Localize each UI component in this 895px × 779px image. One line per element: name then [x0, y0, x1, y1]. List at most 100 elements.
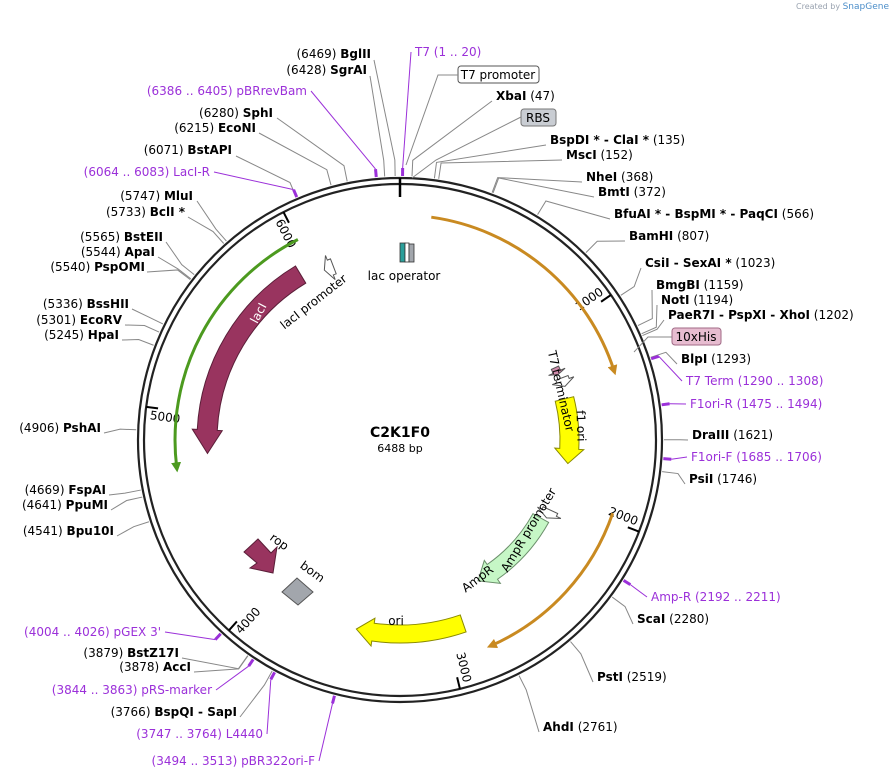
- site-leader: [373, 59, 396, 177]
- primer-label-amp-r: Amp-R (2192 .. 2211): [651, 590, 781, 604]
- primer-mark: [214, 632, 222, 641]
- site-name: BlpI: [681, 352, 707, 366]
- site-label-sgrai: (6428) SgrAI: [286, 63, 367, 77]
- site-position: (5336): [43, 297, 87, 311]
- tick-mark: [456, 676, 461, 690]
- site-position: (1194): [690, 293, 734, 307]
- ampr-promoter-arrow: [537, 506, 562, 519]
- site-leader: [103, 428, 137, 434]
- site-name: BstEII: [124, 230, 163, 244]
- site-name: EcoRV: [80, 313, 123, 327]
- site-label-bcli: (5733) BclI *: [106, 205, 186, 219]
- site-leader: [585, 240, 626, 253]
- primer-range: (6064 .. 6083): [84, 165, 174, 179]
- site-leader: [116, 521, 150, 537]
- primer-leader: [215, 665, 250, 691]
- site-position: (3766): [111, 705, 155, 719]
- site-position: (4641): [22, 498, 66, 512]
- primer-mark: [661, 402, 670, 407]
- site-position: (4669): [25, 483, 69, 497]
- tick-label: 1000: [573, 285, 606, 314]
- primer-range: (6386 .. 6405): [147, 84, 237, 98]
- site-position: (2280): [665, 612, 709, 626]
- site-label-sphi: (6280) SphI: [199, 106, 273, 120]
- site-name: AccI: [163, 660, 191, 674]
- site-label-bamhi: BamHI (807): [629, 229, 709, 243]
- site-label-bsshii: (5336) BssHII: [43, 297, 129, 311]
- primer-mark: [663, 457, 672, 461]
- orf-arc-2: [486, 512, 615, 649]
- site-label-psii: PsiI (1746): [689, 472, 757, 486]
- primer-label-pbr322ori-f: (3494 .. 3513) pBR322ori-F: [152, 754, 316, 768]
- site-name: FspAI: [68, 483, 106, 497]
- site-position: (1746): [713, 472, 757, 486]
- primer-leader: [164, 631, 216, 641]
- t7-promoter-leader: [405, 74, 458, 166]
- plasmid-name: C2K1F0: [370, 425, 430, 441]
- site-label-bfuai: BfuAI * - BspMI * - PaqCI (566): [614, 207, 814, 221]
- rop-label: rop: [267, 530, 291, 553]
- primer-leader: [213, 171, 294, 191]
- primer-name: pGEX 3': [114, 625, 161, 639]
- bom-label: bom: [297, 558, 327, 585]
- t7-terminator-label: T7 terminator: [545, 348, 577, 433]
- primer-range: (4004 .. 4026): [24, 625, 114, 639]
- site-name: HpaI: [88, 328, 119, 342]
- orf-arc-1: [431, 215, 618, 376]
- primer-range: (2192 .. 2211): [691, 590, 781, 604]
- site-leader: [187, 216, 225, 244]
- site-name: ApaI: [125, 245, 155, 259]
- site-position: (1202): [810, 308, 854, 322]
- f1-ori-feature-arrow: [553, 396, 586, 465]
- f1-ori-label: f1 ori: [573, 410, 588, 442]
- site-position: (5747): [120, 189, 164, 203]
- rbs-box: RBS: [520, 108, 557, 127]
- primer-mark: [374, 168, 378, 178]
- site-name: BmtI: [598, 185, 630, 199]
- laci-feature-arrow: [191, 265, 307, 455]
- site-position: (6280): [199, 106, 243, 120]
- site-leader: [637, 289, 653, 327]
- site-leader: [369, 75, 386, 177]
- site-position: (6428): [286, 63, 330, 77]
- site-leader: [276, 117, 348, 182]
- site-label-noti: NotI (1194): [661, 293, 733, 307]
- site-name: BstAPI: [187, 143, 232, 157]
- site-leader: [537, 200, 611, 220]
- site-name: BssHII: [87, 297, 129, 311]
- site-label-bsteii: (5565) BstEII: [80, 230, 163, 244]
- primer-name: Amp-R: [651, 590, 691, 604]
- ori-label: ori: [388, 614, 404, 628]
- site-label-ppumi: (4641) PpuMI: [22, 498, 108, 512]
- primer-name: L4440: [226, 727, 263, 741]
- site-name: MluI: [164, 189, 193, 203]
- primer-leader: [402, 51, 412, 169]
- t7-promoter-box: T7 promoter: [457, 65, 540, 84]
- site-position: (5733): [106, 205, 150, 219]
- site-label-blpi: BlpI (1293): [681, 352, 751, 366]
- tick-mark: [146, 405, 159, 410]
- primer-name: T7: [414, 45, 430, 59]
- bom-feature: [281, 577, 314, 606]
- orf-arc-laci: [171, 238, 299, 473]
- site-label-hpai: (5245) HpaI: [44, 328, 119, 342]
- site-name: SgrAI: [330, 63, 367, 77]
- site-position: (3879): [83, 646, 127, 660]
- site-name: BstZ17I: [127, 646, 179, 660]
- site-label-csii: CsiI - SexAI * (1023): [645, 256, 775, 270]
- leader-layer: [103, 51, 689, 762]
- site-position: (5544): [81, 245, 125, 259]
- site-label-nhei: NheI (368): [586, 170, 653, 184]
- site-position: (1293): [707, 352, 751, 366]
- site-position: (4906): [19, 421, 63, 435]
- primer-leader: [310, 90, 376, 170]
- site-leader: [239, 670, 273, 718]
- site-label-acci: (3878) AccI: [119, 660, 191, 674]
- site-label-fspai: (4669) FspAI: [25, 483, 106, 497]
- site-leader: [611, 596, 634, 625]
- site-position: (6469): [297, 47, 341, 61]
- site-label-bspdi: BspDI * - ClaI * (135): [550, 133, 685, 147]
- lac-operator-grey-mark: [408, 243, 415, 263]
- t7-promoter-label: T7 promoter: [460, 68, 536, 82]
- site-name: BamHI: [629, 229, 673, 243]
